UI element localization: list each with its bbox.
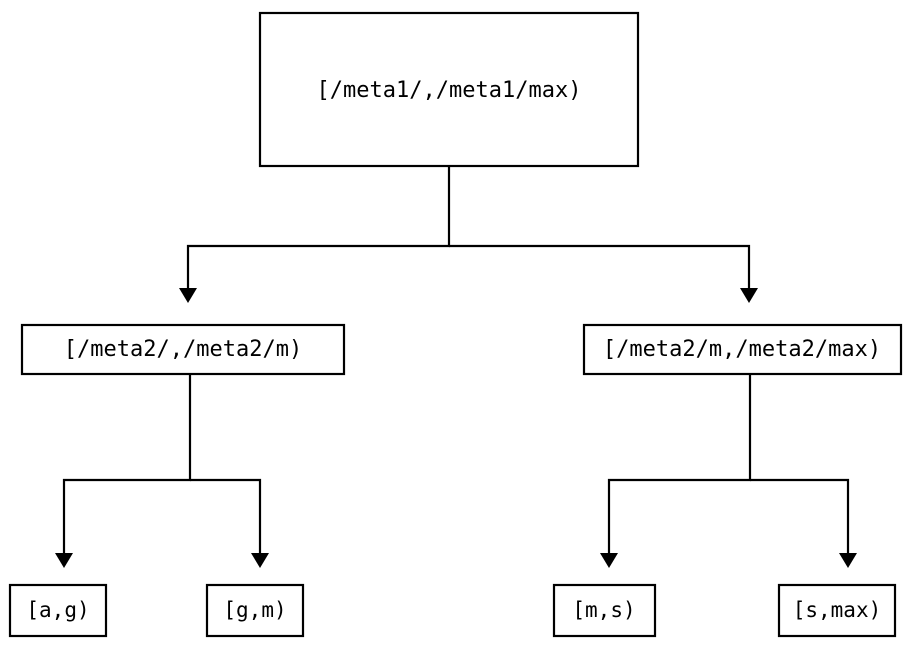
- node-leaf-3-box[interactable]: [552, 583, 657, 638]
- node-root[interactable]: [/meta1/,/meta1/max): [258, 11, 640, 168]
- arrowhead-icon: [179, 288, 197, 303]
- edge-root-to-mid-left: [179, 167, 451, 303]
- node-mid-left-label: [/meta2/,/meta2/m): [64, 337, 302, 362]
- arrowhead-icon: [55, 553, 73, 568]
- node-leaf-1-label: [a,g): [26, 598, 89, 622]
- edge-mid-right-to-leaf-3: [600, 375, 752, 568]
- node-leaf-2[interactable]: [g,m): [205, 583, 305, 638]
- node-leaf-2-box[interactable]: [205, 583, 305, 638]
- node-root-label: [/meta1/,/meta1/max): [317, 78, 582, 103]
- edge-mid-right-to-leaf-4: [750, 478, 857, 568]
- node-leaf-1[interactable]: [a,g): [8, 583, 108, 638]
- arrowhead-icon: [251, 553, 269, 568]
- edge-root-to-mid-right: [449, 244, 758, 303]
- node-mid-right[interactable]: [/meta2/m,/meta2/max): [582, 323, 903, 376]
- node-mid-left[interactable]: [/meta2/,/meta2/m): [20, 323, 346, 376]
- node-leaf-4-box[interactable]: [777, 583, 897, 638]
- node-root-box[interactable]: [258, 11, 640, 168]
- node-leaf-4-label: [s,max): [793, 598, 882, 622]
- arrowhead-icon: [839, 553, 857, 568]
- edge-mid-left-to-leaf-1: [55, 375, 192, 568]
- node-leaf-4[interactable]: [s,max): [777, 583, 897, 638]
- node-mid-left-box[interactable]: [20, 323, 346, 376]
- node-leaf-2-label: [g,m): [223, 598, 286, 622]
- edge-mid-left-to-leaf-2: [190, 478, 269, 568]
- node-leaf-1-box[interactable]: [8, 583, 108, 638]
- arrowhead-icon: [740, 288, 758, 303]
- node-leaf-3[interactable]: [m,s): [552, 583, 657, 638]
- node-mid-right-label: [/meta2/m,/meta2/max): [603, 337, 881, 362]
- node-mid-right-box[interactable]: [582, 323, 903, 376]
- arrowhead-icon: [600, 553, 618, 568]
- node-leaf-3-label: [m,s): [572, 598, 635, 622]
